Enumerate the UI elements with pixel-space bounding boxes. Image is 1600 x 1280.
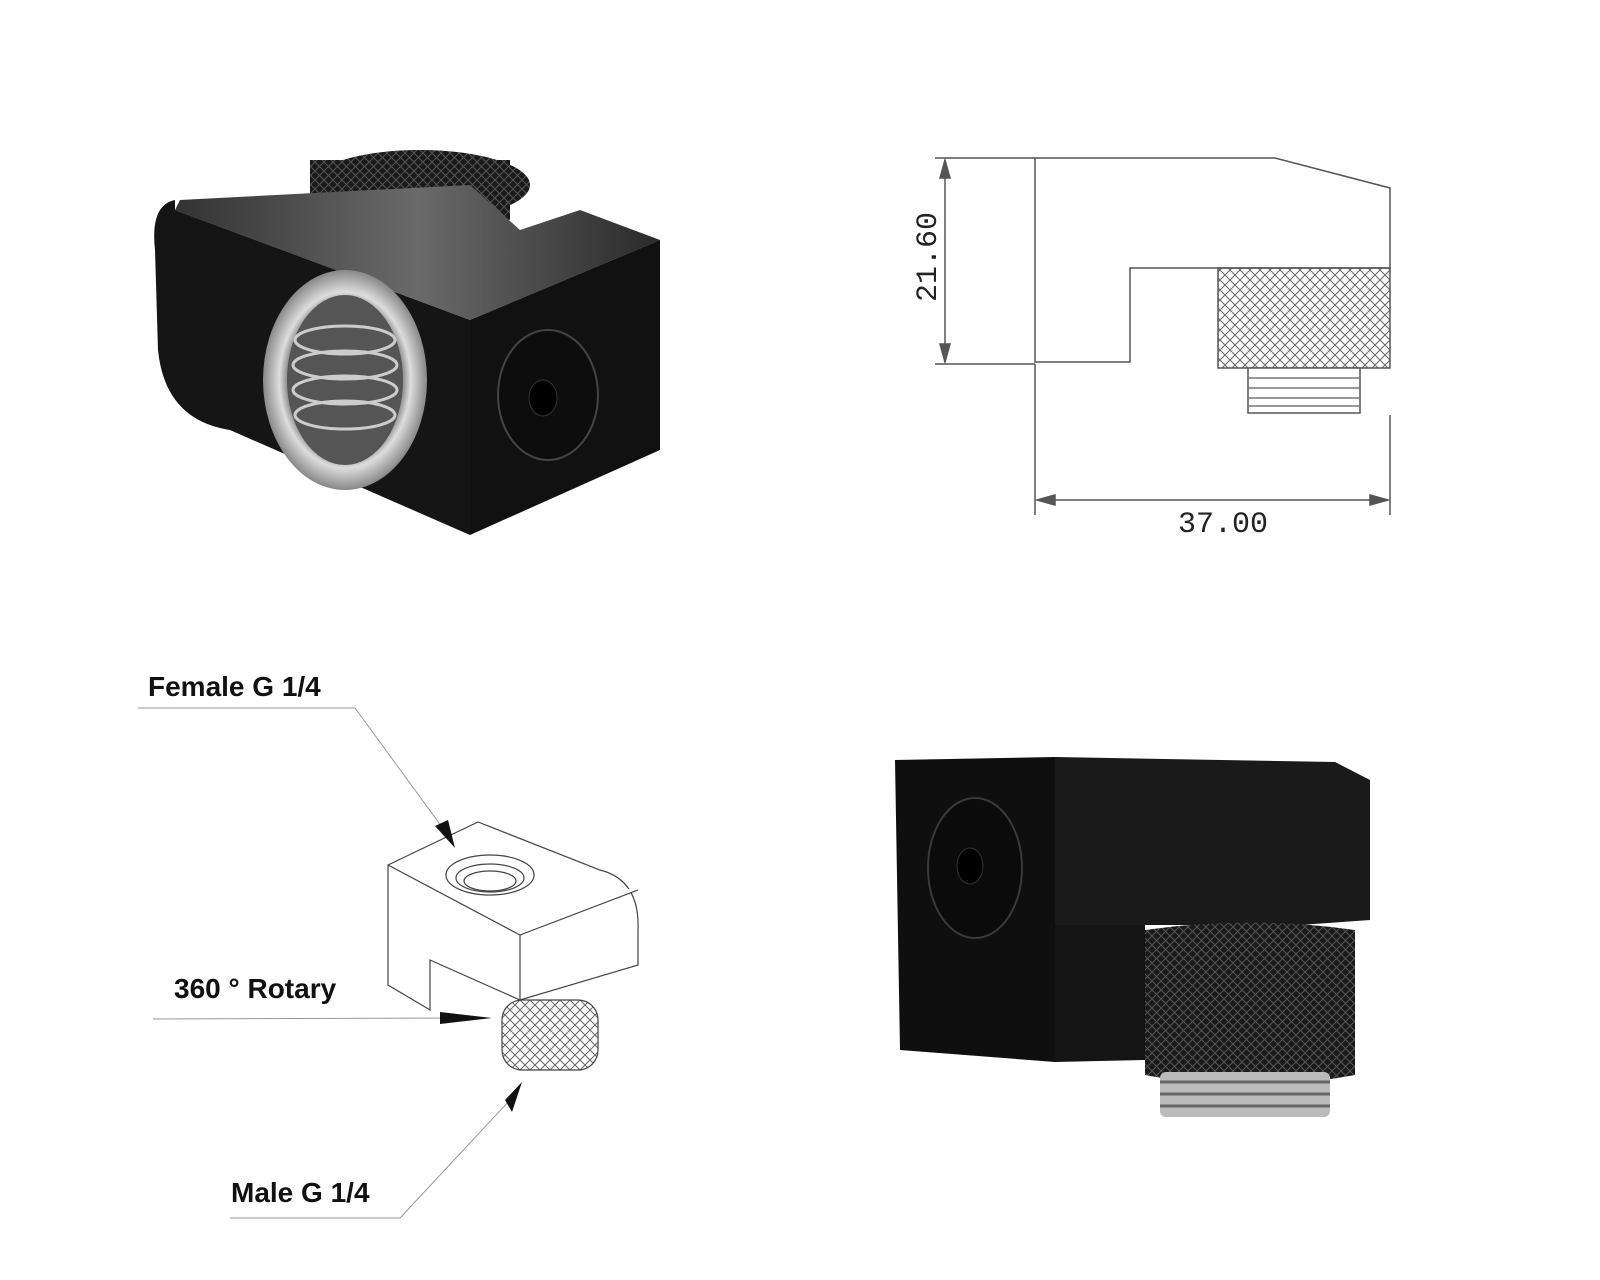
dimension-drawing bbox=[935, 157, 1391, 515]
callout-drawing bbox=[138, 707, 639, 1219]
callout-female-g14: Female G 1/4 bbox=[148, 671, 321, 702]
render-isometric-female-port bbox=[154, 150, 660, 535]
render-side-male-port bbox=[895, 757, 1370, 1117]
callout-male-g14: Male G 1/4 bbox=[231, 1177, 370, 1208]
callout-360-rotary: 360 ° Rotary bbox=[174, 973, 337, 1004]
height-dimension: 21.60 bbox=[912, 212, 946, 302]
width-dimension: 37.00 bbox=[1178, 508, 1268, 542]
